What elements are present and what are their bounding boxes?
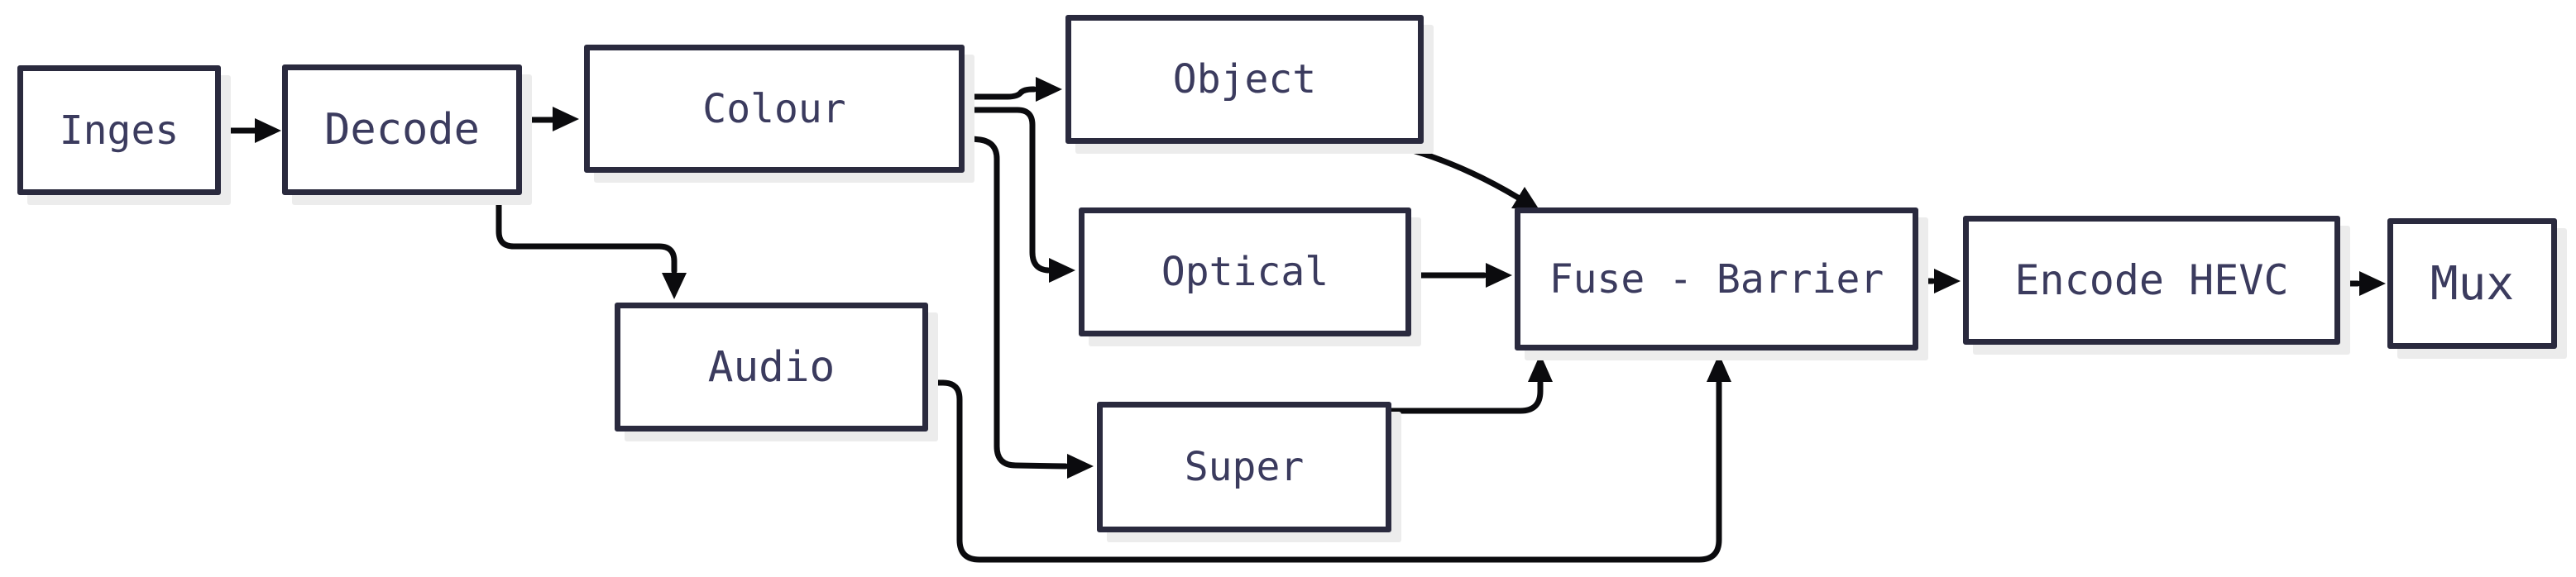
node-mux: Mux <box>2387 218 2557 349</box>
node-ingest: Inges <box>17 65 221 195</box>
node-encode-hevc: Encode HEVC <box>1963 216 2340 345</box>
edge-colour-super <box>961 135 1069 470</box>
edge-ingest-decode-arrowhead <box>255 118 281 143</box>
node-colour-label: Colour <box>702 85 846 132</box>
node-mux-label: Mux <box>2430 256 2515 311</box>
edge-colour-object <box>961 86 1037 100</box>
node-colour: Colour <box>584 45 965 173</box>
node-object: Object <box>1065 15 1424 144</box>
node-optical: Optical <box>1079 207 1411 336</box>
edge-decode-audio-arrowhead <box>662 273 687 299</box>
node-ingest-label: Inges <box>59 107 180 154</box>
edge-object-fuse <box>1388 141 1521 201</box>
node-audio: Audio <box>615 303 928 432</box>
node-super-label: Super <box>1184 444 1305 490</box>
edge-super-fuse <box>1388 379 1544 414</box>
edge-decode-colour-arrowhead <box>553 107 579 131</box>
node-audio-label: Audio <box>707 342 836 392</box>
node-object-label: Object <box>1172 56 1317 103</box>
node-fuse-barrier-label: Fuse - Barrier <box>1549 255 1884 303</box>
node-super: Super <box>1097 402 1391 532</box>
edge-decode-audio <box>496 192 678 274</box>
node-decode: Decode <box>282 64 522 195</box>
edge-super-fuse-arrowhead <box>1528 354 1553 382</box>
edge-optical-fuse-arrowhead <box>1486 263 1512 288</box>
edge-colour-super-arrowhead <box>1067 454 1094 479</box>
edge-object-fuse-arrowhead <box>1511 187 1539 210</box>
edge-colour-optical <box>961 107 1051 274</box>
node-encode-hevc-label: Encode HEVC <box>2014 256 2289 304</box>
edge-colour-object-arrowhead <box>1036 77 1062 102</box>
node-optical-label: Optical <box>1161 249 1329 295</box>
node-fuse-barrier: Fuse - Barrier <box>1515 207 1918 350</box>
edge-encode-mux-arrowhead <box>2359 271 2386 296</box>
edge-colour-optical-arrowhead <box>1049 258 1075 283</box>
edge-audio-fuse-arrowhead <box>1707 354 1731 382</box>
edge-fuse-encode-arrowhead <box>1934 269 1961 293</box>
node-decode-label: Decode <box>324 105 480 155</box>
